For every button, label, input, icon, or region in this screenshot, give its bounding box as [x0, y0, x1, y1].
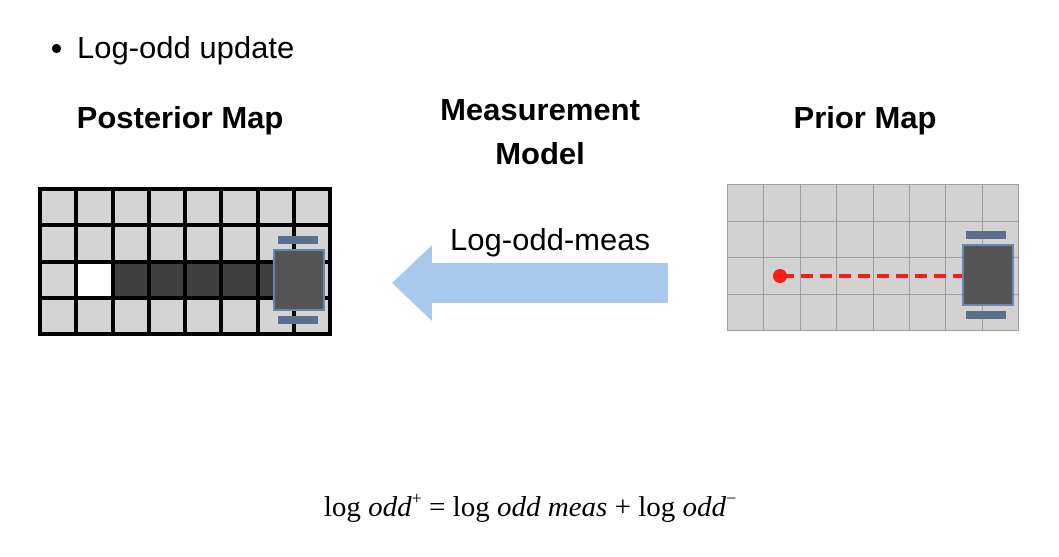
measurement-model-title: Measurement Model — [400, 88, 680, 176]
posterior-cell-occupied — [187, 263, 220, 296]
posterior-cell-unknown — [78, 191, 111, 224]
formula-sup-plus: + — [411, 488, 422, 508]
prior-cell-unknown — [909, 294, 946, 330]
prior-cell-unknown — [764, 221, 800, 257]
posterior-robot-icon — [273, 236, 325, 324]
prior-cell-unknown — [909, 221, 946, 257]
formula-meas: meas — [547, 491, 608, 523]
prior-cell-unknown — [728, 258, 764, 294]
posterior-cell-unknown — [114, 227, 147, 260]
posterior-cell-unknown — [42, 299, 75, 332]
posterior-cell-unknown — [150, 299, 183, 332]
robot-wheel-top — [966, 231, 1006, 239]
formula-sup-minus: − — [726, 488, 737, 508]
measurement-title-line2: Model — [495, 136, 585, 171]
posterior-cell-unknown — [223, 299, 256, 332]
posterior-map-title: Posterior Map — [76, 100, 284, 135]
robot-wheel-top — [278, 236, 318, 244]
bullet-point: Log-odd update — [52, 30, 294, 66]
posterior-cell-unknown — [223, 227, 256, 260]
posterior-cell-unknown — [223, 191, 256, 224]
prior-cell-unknown — [764, 185, 800, 221]
posterior-cell-unknown — [295, 191, 328, 224]
prior-cell-unknown — [837, 294, 873, 330]
prior-cell-unknown — [764, 294, 800, 330]
bullet-dot — [52, 43, 61, 53]
formula-plus: + — [614, 491, 631, 523]
robot-wheel-bottom — [966, 311, 1006, 319]
prior-cell-unknown — [982, 185, 1018, 221]
measurement-title-line1: Measurement — [440, 92, 640, 127]
posterior-cell-unknown — [187, 299, 220, 332]
formula-log2: log — [452, 491, 490, 523]
posterior-cell-unknown — [78, 299, 111, 332]
log-odd-meas-label: Log-odd-meas — [450, 222, 650, 257]
prior-cell-unknown — [873, 221, 909, 257]
posterior-cell-unknown — [78, 227, 111, 260]
prior-cell-unknown — [873, 294, 909, 330]
bullet-text: Log-odd update — [77, 30, 295, 65]
posterior-cell-unknown — [42, 227, 75, 260]
posterior-cell-unknown — [187, 191, 220, 224]
prior-cell-unknown — [873, 185, 909, 221]
posterior-cell-unknown — [42, 191, 75, 224]
beam-origin-dot — [773, 269, 787, 283]
prior-cell-unknown — [946, 185, 982, 221]
posterior-cell-free — [78, 263, 111, 296]
posterior-cell-unknown — [114, 299, 147, 332]
prior-map-title: Prior Map — [793, 100, 937, 135]
prior-cell-unknown — [837, 221, 873, 257]
robot-body — [962, 244, 1014, 306]
posterior-cell-unknown — [187, 227, 220, 260]
prior-robot-icon — [962, 231, 1014, 319]
posterior-cell-occupied — [114, 263, 147, 296]
prior-cell-unknown — [728, 294, 764, 330]
robot-wheel-bottom — [278, 316, 318, 324]
prior-cell-unknown — [909, 185, 946, 221]
posterior-cell-occupied — [223, 263, 256, 296]
posterior-cell-unknown — [42, 263, 75, 296]
formula-log1: log — [323, 491, 361, 523]
posterior-cell-unknown — [259, 191, 292, 224]
formula-odd1: odd — [368, 491, 412, 523]
posterior-cell-unknown — [150, 191, 183, 224]
formula-equals: = — [429, 491, 446, 523]
prior-cell-unknown — [728, 185, 764, 221]
formula-odd2: odd — [496, 491, 541, 523]
log-odd-update-formula: log odd+ = log odd meas + log odd− — [200, 488, 860, 524]
formula-odd3: odd — [682, 491, 727, 523]
update-arrow-icon — [392, 245, 668, 321]
formula-log3: log — [638, 491, 676, 523]
prior-cell-unknown — [800, 185, 837, 221]
prior-cell-unknown — [800, 294, 837, 330]
prior-cell-unknown — [837, 185, 873, 221]
prior-measurement-beam — [773, 269, 965, 283]
posterior-cell-unknown — [150, 227, 183, 260]
robot-body — [273, 249, 325, 311]
prior-cell-unknown — [800, 221, 837, 257]
posterior-cell-unknown — [114, 191, 147, 224]
prior-cell-unknown — [728, 221, 764, 257]
posterior-cell-occupied — [150, 263, 183, 296]
